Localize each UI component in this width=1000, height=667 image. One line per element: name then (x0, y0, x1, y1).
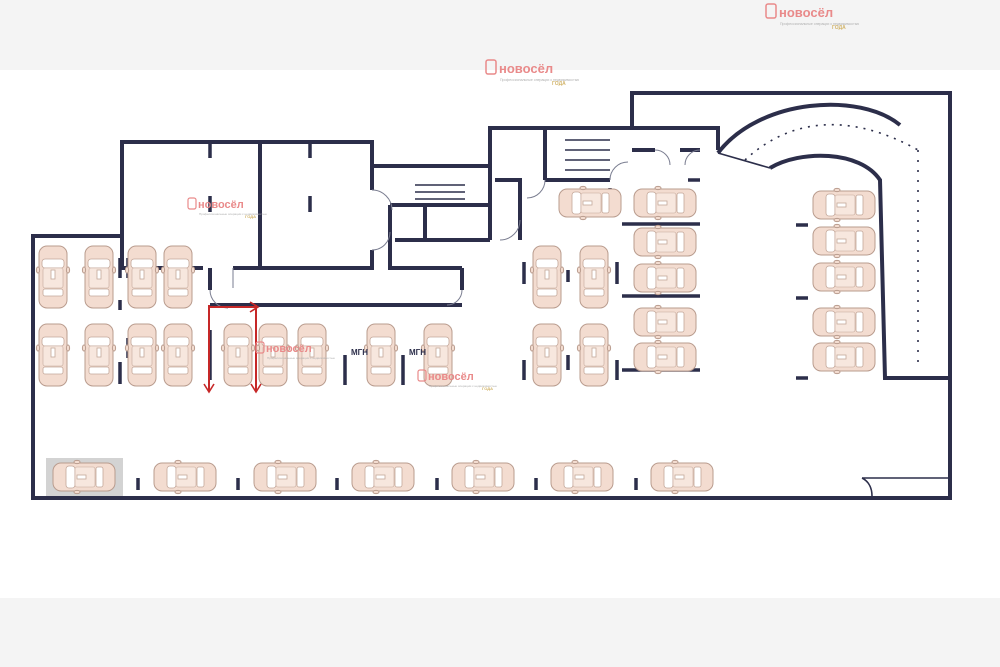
ramp (716, 102, 950, 380)
bay-separators (118, 178, 808, 490)
top-band (0, 0, 1000, 70)
watermark-brand: новосёл (428, 371, 474, 383)
car (550, 459, 614, 495)
car (812, 304, 876, 340)
logo-icon (187, 197, 197, 210)
car (812, 259, 876, 295)
car (576, 245, 612, 309)
mgn-label: МГН (351, 348, 368, 357)
watermark-tagline: Профессиональные операции с недвижимость… (199, 212, 268, 216)
car (153, 459, 217, 495)
mgn-label: МГН (409, 348, 426, 357)
watermark-top-center: новосёл Профессиональные операции с недв… (485, 59, 580, 87)
car (650, 459, 714, 495)
car (124, 245, 160, 309)
car (124, 323, 160, 387)
watermark-brand: новосёл (266, 343, 312, 355)
watermark-brand: новосёл (198, 199, 244, 211)
car (52, 459, 116, 495)
watermark-tagline: Профессиональные операции с недвижимость… (500, 78, 580, 82)
car (351, 459, 415, 495)
car (420, 323, 456, 387)
watermark-badge: ГОДА (245, 214, 256, 219)
car (255, 323, 291, 387)
internal-walls (120, 126, 950, 497)
watermark-badge: ГОДА (832, 25, 846, 31)
watermark-badge: ГОДА (552, 81, 566, 87)
logo-icon (485, 59, 497, 75)
parked-cars (35, 185, 876, 495)
watermark-tagline: Профессиональные операции с недвижимость… (267, 356, 336, 360)
car (81, 245, 117, 309)
car (529, 323, 565, 387)
watermark-tagline: Профессиональные операции с недвижимость… (429, 384, 498, 388)
logo-icon (417, 369, 427, 382)
car (451, 459, 515, 495)
car (35, 323, 71, 387)
car (558, 185, 622, 221)
car (160, 245, 196, 309)
car (81, 323, 117, 387)
bottom-band (0, 598, 1000, 667)
car (633, 224, 697, 260)
car (812, 223, 876, 259)
car (576, 323, 612, 387)
car (35, 245, 71, 309)
car (294, 323, 330, 387)
car (812, 339, 876, 375)
logo-icon (765, 3, 777, 19)
car (812, 187, 876, 223)
car (160, 323, 196, 387)
logo-icon (255, 341, 265, 354)
car (633, 339, 697, 375)
watermark-center-left: новосёл Профессиональные операции с недв… (255, 341, 336, 360)
car (253, 459, 317, 495)
watermark-brand: новосёл (499, 61, 553, 76)
car (633, 185, 697, 221)
watermark-brand: новосёл (779, 5, 833, 20)
car (633, 304, 697, 340)
door-swings (209, 149, 701, 309)
watermark-tagline: Профессиональные операции с недвижимость… (780, 22, 860, 26)
watermark-top-right: новосёл Профессиональные операции с недв… (765, 3, 860, 31)
car (220, 323, 256, 387)
car (363, 323, 399, 387)
car (633, 260, 697, 296)
watermark-badge: ГОДА (482, 386, 493, 391)
watermark-center: новосёл Профессиональные операции с недв… (417, 369, 498, 391)
wall-stubs (208, 142, 312, 212)
watermark-left-room: новосёл Профессиональные операции с недв… (187, 197, 268, 219)
car (529, 245, 565, 309)
